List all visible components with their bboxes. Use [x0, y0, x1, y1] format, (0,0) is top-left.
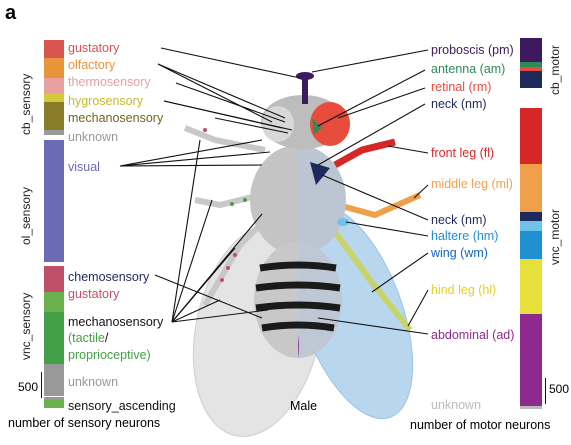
- bar-unknown-vnc: [44, 364, 64, 396]
- label-neck-top: neck (nm): [431, 97, 487, 111]
- bar-abdominal: [520, 314, 542, 406]
- bar-wing: [520, 231, 542, 259]
- bar-sensory-ascending-a: [44, 397, 64, 400]
- bar-neck-vnc: [520, 212, 542, 221]
- bar-proprioceptive: [44, 312, 64, 364]
- left-front-leg: [183, 125, 266, 153]
- label-middle-leg: middle leg (ml): [431, 177, 513, 191]
- panel-letter: a: [5, 2, 17, 24]
- label-front-leg: front leg (fl): [431, 146, 495, 160]
- group-label-cb-motor: cb_motor: [548, 44, 562, 95]
- group-label-ol-sensory: ol_sensory: [19, 186, 33, 245]
- neck-shape: [310, 162, 330, 185]
- label-proboscis: proboscis (pm): [431, 43, 514, 57]
- left-middle-leg: [194, 192, 261, 209]
- bar-unknown-cb: [44, 130, 64, 135]
- motor-footer: number of motor neurons: [410, 418, 551, 432]
- bar-proboscis: [520, 38, 542, 62]
- label-tactile: tactile: [72, 331, 105, 345]
- label-chemosensory: chemosensory: [68, 270, 150, 284]
- label-hind-leg: hind leg (hl): [431, 283, 497, 297]
- bar-haltere: [520, 221, 542, 231]
- bar-thermosensory: [44, 78, 64, 94]
- proboscis-shape: [302, 78, 308, 104]
- bar-hygrosensory: [44, 94, 64, 102]
- label-gustatory-vnc: gustatory: [68, 287, 120, 301]
- group-label-vnc-sensory: vnc_sensory: [19, 292, 33, 360]
- label-sensory-ascending: sensory_ascending: [68, 399, 176, 413]
- sensory-scale-line: [41, 372, 42, 398]
- bar-gustatory: [44, 40, 64, 58]
- antenna-shape: [312, 118, 322, 134]
- bar-retinal: [520, 67, 542, 71]
- label-mechanosensory-vnc: mechanosensory: [68, 315, 164, 329]
- label-unknown-motor: unknown: [431, 398, 482, 412]
- bar-neck-cb: [520, 71, 542, 88]
- label-visual: visual: [68, 160, 100, 174]
- bar-antenna: [520, 62, 542, 67]
- label-retinal: retinal (rm): [431, 80, 492, 94]
- label-unknown-vnc: unknown: [68, 375, 119, 389]
- right-hind-leg: [327, 223, 413, 332]
- bar-hind-leg: [520, 259, 542, 314]
- label-tactile-line: (tactile/: [68, 331, 109, 345]
- label-antenna: antenna (am): [431, 62, 506, 76]
- bar-tactile: [44, 292, 64, 312]
- motor-scale-value: 500: [549, 382, 570, 396]
- haltere-shape: [337, 218, 349, 226]
- bar-unknown-motor: [520, 406, 542, 409]
- label-neck-mid: neck (nm): [431, 213, 487, 227]
- bar-mechanosensory: [44, 102, 64, 130]
- right-front-leg: [333, 138, 396, 169]
- label-wing: wing (wm): [431, 246, 488, 260]
- bar-front-leg: [520, 108, 542, 164]
- group-label-cb-sensory: cb_sensory: [19, 73, 33, 135]
- bar-gustatory-vnc: [44, 266, 64, 292]
- bar-olfactory: [44, 58, 64, 78]
- label-thermosensory: thermosensory: [68, 75, 151, 89]
- sex-label: Male: [290, 399, 318, 413]
- label-gustatory: gustatory: [68, 41, 120, 55]
- motor-scale-line: [545, 378, 546, 404]
- label-unknown-cb: unknown: [68, 130, 119, 144]
- sensory-footer: number of sensory neurons: [8, 416, 161, 430]
- label-proprioceptive: proprioceptive: [68, 348, 147, 362]
- bar-middle-leg: [520, 164, 542, 212]
- label-mechanosensory: mechanosensory: [68, 111, 164, 125]
- label-proprioceptive-line: proprioceptive): [68, 348, 151, 362]
- label-olfactory: olfactory: [68, 58, 116, 72]
- bar-visual: [44, 140, 64, 262]
- bar-sensory-ascending-b: [44, 400, 64, 408]
- label-haltere: haltere (hm): [431, 229, 499, 243]
- group-label-vnc-motor: vnc_motor: [548, 208, 562, 265]
- right-middle-leg: [337, 192, 422, 219]
- label-abdominal: abdominal (ad): [431, 328, 515, 342]
- sensory-scale-value: 500: [18, 380, 39, 394]
- label-hygrosensory: hygrosensory: [68, 94, 144, 108]
- right-eye: [310, 102, 350, 146]
